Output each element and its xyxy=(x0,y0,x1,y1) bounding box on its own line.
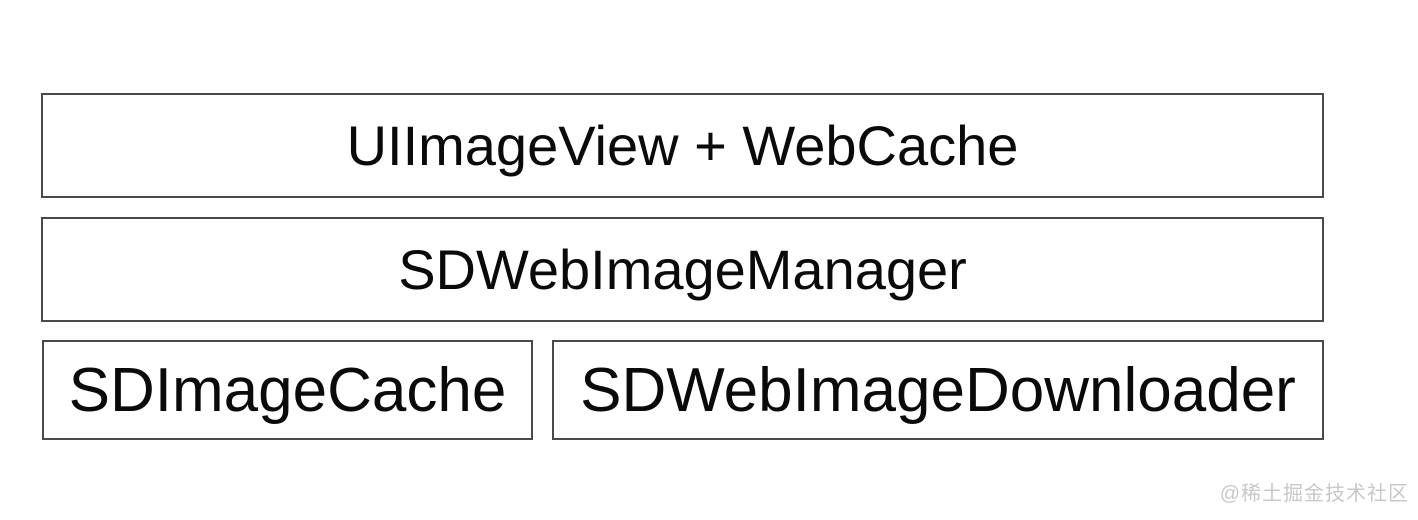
box-sdwebimagedownloader: SDWebImageDownloader xyxy=(552,340,1324,440)
box-uiimageview-webcache: UIImageView + WebCache xyxy=(41,93,1324,198)
box-uiimageview-webcache-label: UIImageView + WebCache xyxy=(346,114,1019,177)
box-sdwebimagemanager: SDWebImageManager xyxy=(41,217,1324,322)
watermark: @稀土掘金技术社区 xyxy=(1219,483,1409,505)
box-sdwebimagedownloader-label: SDWebImageDownloader xyxy=(580,355,1296,425)
architecture-stack: UIImageView + WebCache SDWebImageManager… xyxy=(41,93,1324,440)
box-sdimagecache-label: SDImageCache xyxy=(68,355,507,425)
box-sdwebimagemanager-label: SDWebImageManager xyxy=(398,238,967,301)
box-sdimagecache: SDImageCache xyxy=(42,340,533,440)
